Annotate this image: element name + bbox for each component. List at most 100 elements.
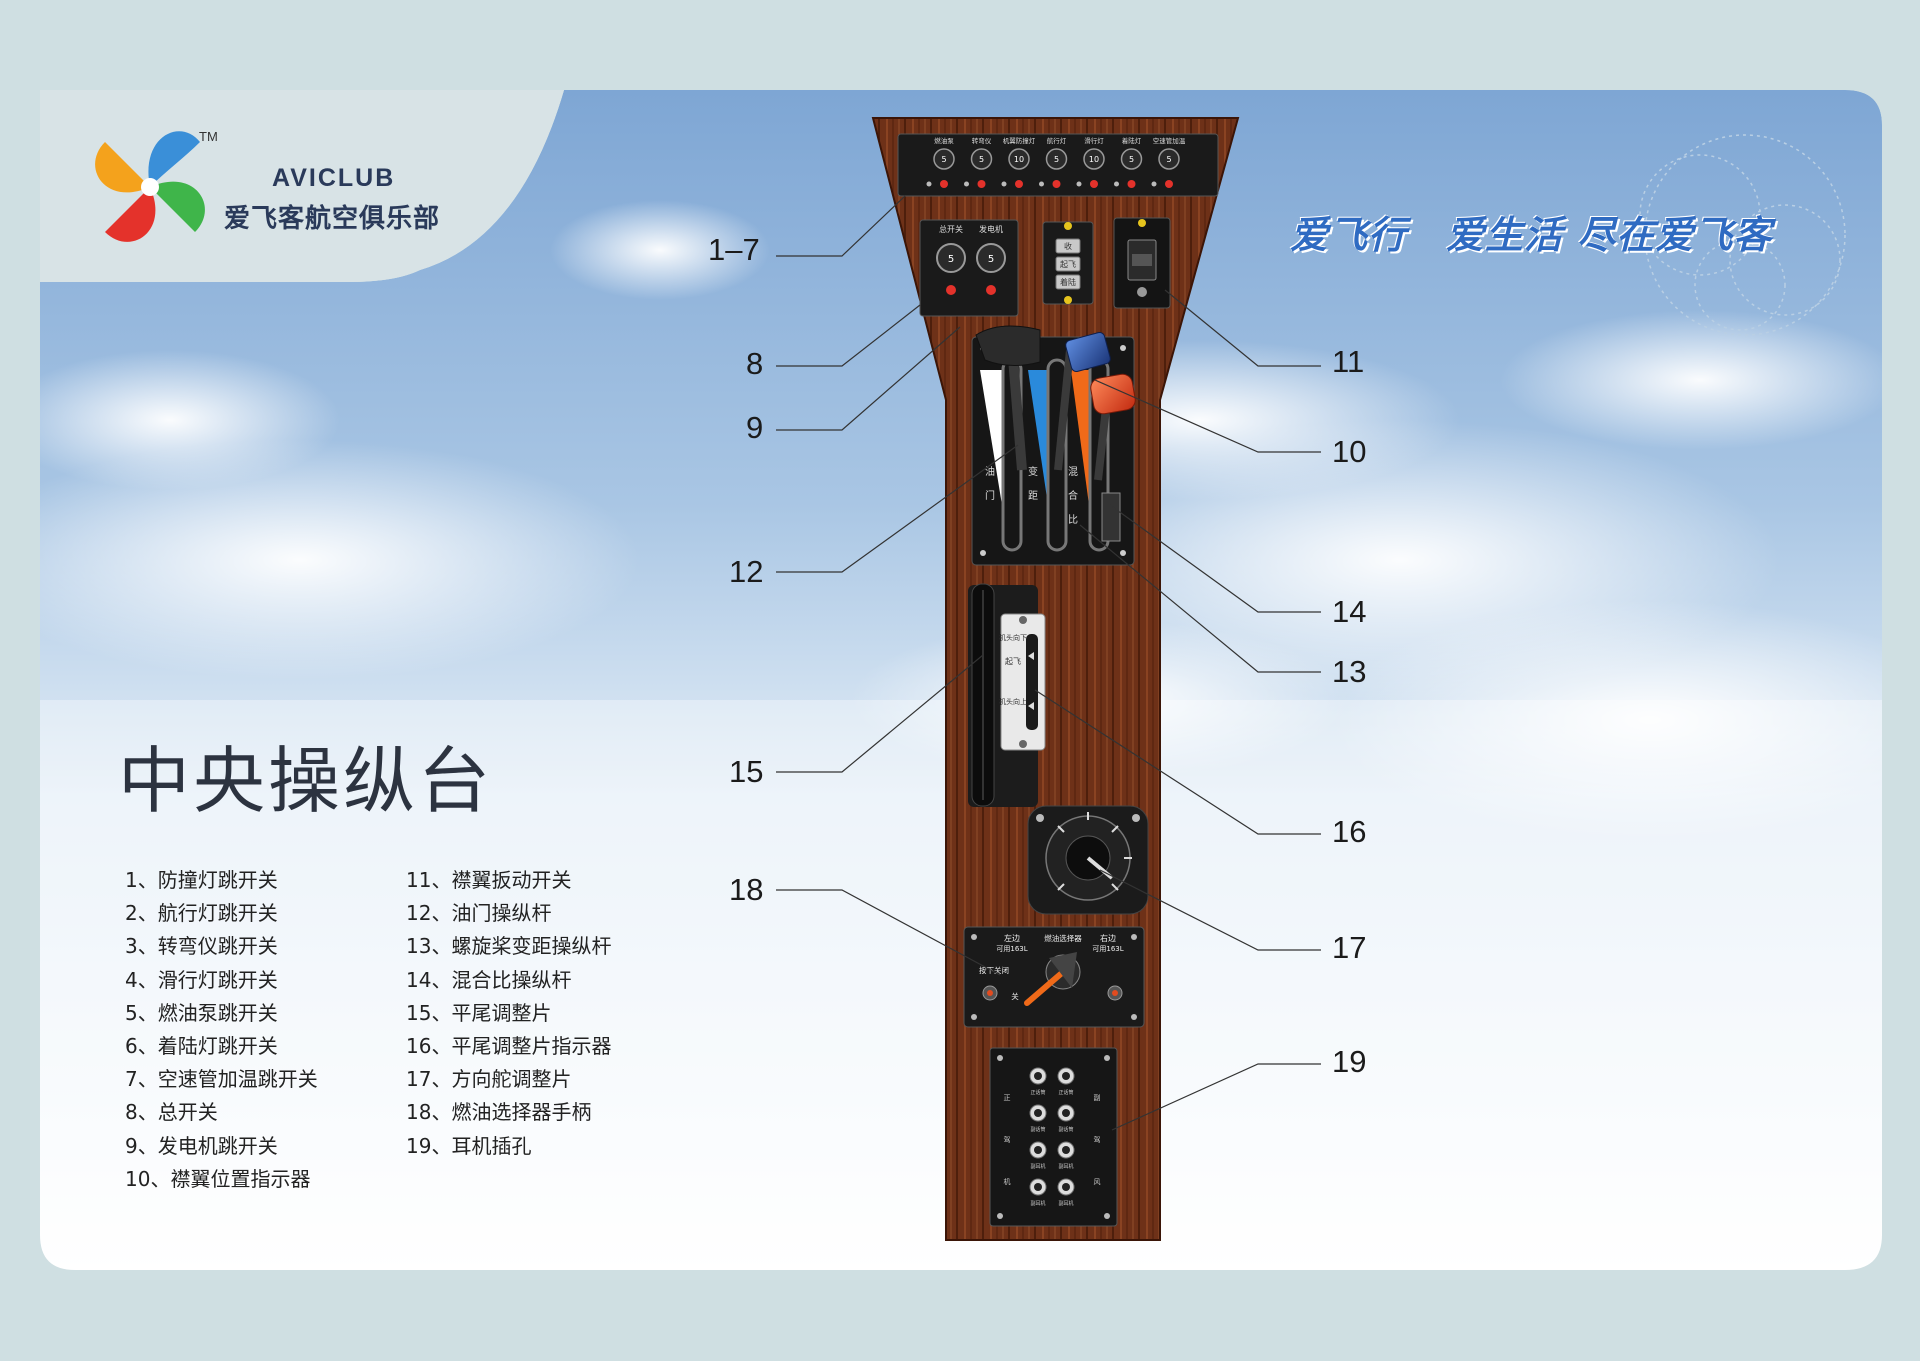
flap-position-label: 着陆: [1060, 277, 1076, 287]
callout-leader-line: [1079, 524, 1321, 673]
flap-position-label: 起飞: [1060, 260, 1076, 269]
jack-side-label: 风: [1094, 1178, 1101, 1186]
slogan: 爱飞行 爱生活 尽在爱飞客: [1290, 213, 1773, 257]
callout-leader-line: [776, 889, 1001, 976]
circuit-breaker-button[interactable]: [1120, 148, 1143, 170]
master-rating: 5: [988, 254, 994, 265]
mixture-lever-knob[interactable]: [1089, 373, 1137, 416]
jack-label: 副耳机: [1030, 1200, 1045, 1207]
legend-item: 11、襟翼扳动开关: [406, 868, 572, 892]
jack-label: 副话筒: [1030, 1126, 1045, 1133]
legend-item: 14、混合比操纵杆: [406, 967, 572, 992]
callout-17: 17: [1332, 930, 1367, 965]
jack-label: 副话筒: [1058, 1126, 1073, 1133]
fuel-left-label: 左边: [1004, 933, 1020, 943]
trim-nose-up-label: 机头向上: [999, 697, 1027, 706]
breaker-label: 航行灯: [1047, 136, 1067, 145]
fuel-selector-labels: 左边可用163L燃油选择器右边可用163L按下关闭关: [979, 933, 1124, 1001]
callout-leader-line: [776, 195, 906, 257]
breaker-label: 机翼防撞灯: [1003, 136, 1036, 145]
mixture-label: 混合比: [1068, 466, 1078, 526]
page-title: 中央操纵台: [118, 739, 494, 823]
master-rating: 5: [948, 254, 954, 265]
breaker-label: 转弯仪: [972, 136, 992, 145]
circuit-breaker-button[interactable]: [1045, 148, 1068, 170]
callout-16: 16: [1332, 814, 1367, 849]
callout-leader-line: [776, 304, 921, 367]
jack-label: 副耳机: [1058, 1163, 1073, 1170]
legend-item: 19、耳机插孔: [406, 1133, 532, 1158]
svg-text:比: 比: [1068, 514, 1078, 526]
callout-leader-line: [1164, 289, 1321, 367]
callout-12: 12: [729, 554, 764, 589]
breaker-rating: 10: [1089, 155, 1099, 164]
svg-text:合: 合: [1068, 489, 1078, 502]
callout-14: 14: [1332, 594, 1367, 629]
circuit-breaker-button[interactable]: [933, 148, 955, 170]
legend-item: 13、螺旋桨变距操纵杆: [406, 934, 612, 959]
callout-leader-line: [1094, 379, 1321, 453]
jack-side-label: 正: [1004, 1094, 1011, 1102]
callout-8: 8: [746, 346, 764, 381]
legend-item: 6、着陆灯跳开关: [125, 1034, 278, 1059]
callout-18: 18: [729, 872, 764, 907]
callout-leader-line: [776, 654, 984, 773]
master-switch-button[interactable]: [936, 243, 966, 273]
legend-item: 18、燃油选择器手柄: [406, 1100, 592, 1125]
circuit-breaker-button[interactable]: [1008, 148, 1030, 170]
jack-side-label: 驾: [1004, 1135, 1011, 1144]
master-indicator: [986, 285, 996, 295]
fuel-right-capacity: 可用163L: [1092, 945, 1123, 953]
callout-leader-line: [1034, 689, 1321, 835]
fuel-left-capacity: 可用163L: [996, 945, 1027, 953]
prop-lever-knob[interactable]: [1065, 331, 1112, 373]
legend-item: 3、转弯仪跳开关: [125, 934, 278, 959]
callout-leader-line: [776, 326, 961, 431]
callout-11: 11: [1332, 344, 1365, 379]
breaker-indicator: [1015, 180, 1023, 188]
breaker-indicator: [1052, 180, 1061, 188]
brand-name-cn: 爱飞客航空俱乐部: [224, 204, 441, 234]
callout-1-7: 1–7: [708, 232, 760, 267]
circuit-breaker-button[interactable]: [1083, 148, 1105, 170]
prop-label: 变距: [1028, 465, 1038, 502]
callout-leader-line: [776, 444, 1019, 573]
circuit-breaker-button[interactable]: [970, 148, 993, 170]
callout-10: 10: [1332, 434, 1367, 469]
flap-indicator-light: [1055, 274, 1081, 290]
legend-item: 10、襟翼位置指示器: [125, 1166, 311, 1191]
circuit-breaker-button[interactable]: [1158, 148, 1180, 170]
breaker-rating: 5: [1054, 155, 1059, 164]
breaker-indicator: [1090, 180, 1098, 188]
master-label: 总开关: [939, 224, 963, 234]
breaker-indicator: [1127, 180, 1136, 188]
callout-leader-line: [1111, 1063, 1321, 1131]
jack-label: 正话筒: [1030, 1089, 1045, 1096]
flap-indicator-light: [1055, 238, 1081, 254]
master-switch-button[interactable]: [976, 243, 1006, 273]
jack-side-label: 机: [1004, 1177, 1011, 1186]
mixture-scale: [1071, 370, 1089, 505]
fuel-off-label: 关: [1011, 991, 1019, 1001]
fuel-right-label: 右边: [1100, 933, 1116, 943]
breaker-indicator: [1165, 180, 1173, 188]
breaker-label: 燃油泵: [934, 136, 954, 145]
trim-nose-down-label: 机头向下: [999, 633, 1027, 642]
legend-item: 1、防撞灯跳开关: [125, 868, 278, 892]
legend-item: 15、平尾调整片: [406, 1000, 552, 1025]
callout-15: 15: [729, 754, 764, 789]
legend-item: 17、方向舵调整片: [406, 1067, 572, 1092]
throttle-lever-handle[interactable]: [975, 325, 1041, 366]
callout-leader-line: [1109, 504, 1321, 613]
svg-text:油: 油: [985, 465, 995, 478]
decorative-rings: [1639, 134, 1846, 336]
legend-item: 16、平尾调整片指示器: [406, 1034, 612, 1059]
flap-position-label: 收: [1064, 241, 1072, 251]
